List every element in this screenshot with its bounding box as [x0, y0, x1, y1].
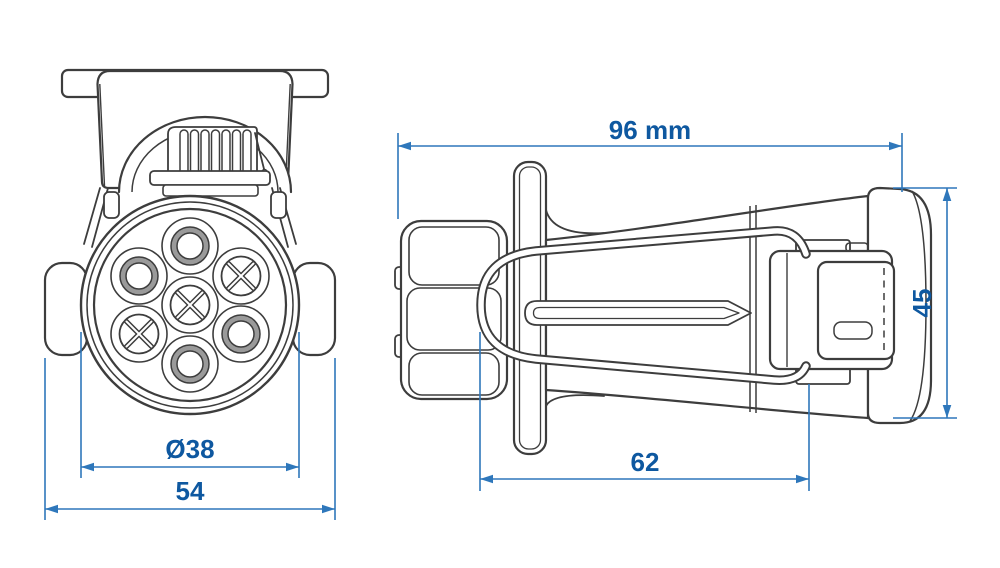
hinge-plate — [149, 170, 271, 197]
vent-slot — [524, 300, 752, 326]
latch-assembly — [768, 239, 896, 385]
pin-top-right — [212, 247, 270, 305]
dimension-side-body-length: 62 — [479, 332, 810, 491]
lid-spring — [167, 126, 268, 185]
dimension-front-overall-width: 54 — [44, 358, 336, 520]
dimension-label-side-body-length: 62 — [631, 447, 660, 477]
pin-bottom-left — [110, 305, 168, 363]
pin-bottom-right — [212, 305, 270, 363]
dimension-side-overall-length: 96 mm — [397, 115, 903, 219]
wire-bail-clamp — [476, 226, 811, 385]
flange-fillet-bottom — [545, 394, 605, 407]
pin-bottom — [161, 335, 219, 393]
latch-lever — [816, 260, 896, 361]
pin-center — [161, 276, 219, 334]
dimension-side-overall-height: 45 — [893, 187, 957, 419]
pin-top — [161, 217, 219, 275]
dimension-label-front-overall-width: 54 — [176, 476, 205, 506]
flange-fillet-top — [545, 209, 605, 235]
side-view — [394, 160, 933, 456]
dimension-label-pin-circle-diameter: Ø38 — [165, 434, 214, 464]
dimension-label-side-overall-height: 45 — [907, 289, 937, 318]
cable-gland-nut — [394, 219, 509, 401]
front-view — [43, 68, 337, 416]
dimension-pin-circle-diameter: Ø38 — [80, 332, 300, 478]
dimension-label-side-overall-length: 96 mm — [609, 115, 691, 145]
hinge-arms — [83, 187, 297, 248]
pin-top-left — [110, 247, 168, 305]
